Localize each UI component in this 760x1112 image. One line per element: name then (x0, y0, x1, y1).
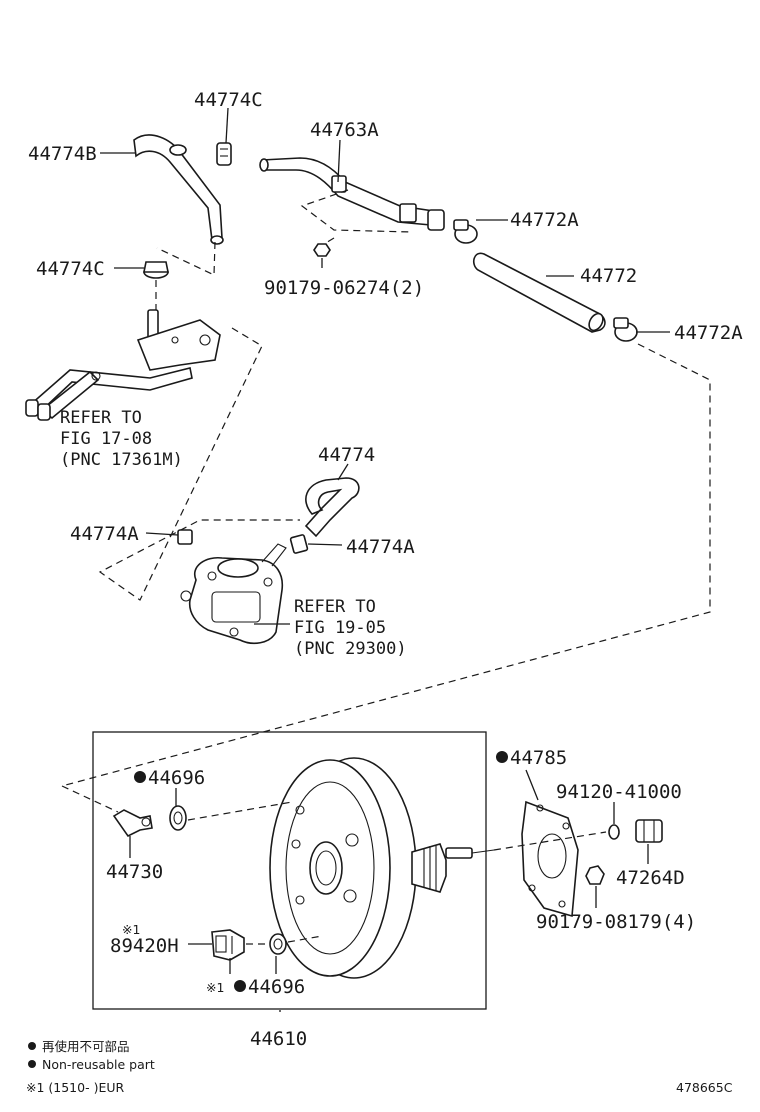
non-reusable-mark-44696-top (134, 771, 146, 783)
nut-90179-08179 (585, 865, 605, 885)
non-reusable-mark-44696-bottom (234, 980, 246, 992)
label-44774: 44774 (318, 444, 375, 466)
booster-assembly-box (92, 731, 487, 1010)
check-valve-44730 (112, 809, 153, 838)
ref1-line3: (PNC 17361M) (60, 450, 183, 470)
brake-booster-44610 (269, 757, 495, 979)
legend-bullet-1 (28, 1042, 36, 1050)
clip-44774C-top (216, 142, 232, 166)
label-44774B: 44774B (28, 143, 97, 165)
part-labels: 44774C 44774B 44774C 44763A 44772A 90179… (28, 89, 743, 1050)
clamp-44772A-top (453, 219, 478, 244)
label-44696-bottom: 44696 (248, 976, 305, 998)
label-90179-06274: 90179-06274(2) (264, 277, 424, 299)
nut-90179-06274 (313, 243, 331, 257)
clevis-47264D (635, 819, 663, 843)
label-47264D: 47264D (616, 867, 685, 889)
note-mark-44696-bottom: ※1 (206, 980, 224, 995)
label-44772: 44772 (580, 265, 637, 287)
reference-fig-19-05: REFER TO FIG 19-05 (PNC 29300) (294, 597, 407, 659)
label-44772A-right: 44772A (674, 322, 743, 344)
reference-fig-17-08: REFER TO FIG 17-08 (PNC 17361M) (60, 408, 183, 470)
ref2-line2: FIG 19-05 (294, 618, 386, 638)
clamp-44772A-right (613, 317, 638, 342)
clip-44774A-right (289, 534, 309, 554)
clip-44774A-left (177, 529, 193, 545)
note-mark-89420H: ※1 (122, 922, 140, 937)
label-44774C-top: 44774C (194, 89, 263, 111)
gasket-44785 (521, 800, 579, 918)
ref2-line1: REFER TO (294, 597, 376, 617)
pipe-assembly-17-08 (25, 309, 221, 421)
hose-44763A (259, 157, 445, 231)
legend-line3: ※1 (1510- )EUR (26, 1080, 124, 1095)
label-44610: 44610 (250, 1028, 307, 1050)
legend-line1: 再使用不可部品 (42, 1039, 130, 1054)
sensor-89420H (211, 929, 245, 961)
label-44774A-left: 44774A (70, 523, 139, 545)
label-44774C-left: 44774C (36, 258, 105, 280)
ref1-line1: REFER TO (60, 408, 142, 428)
label-44772A-top: 44772A (510, 209, 579, 231)
hose-44772 (472, 252, 606, 333)
grommet-44696-bottom (269, 933, 287, 955)
figure-id: 478665C (676, 1080, 733, 1095)
label-44763A: 44763A (310, 119, 379, 141)
label-44785: 44785 (510, 747, 567, 769)
label-94120-41000: 94120-41000 (556, 781, 682, 803)
ref2-line3: (PNC 29300) (294, 639, 407, 659)
non-reusable-mark-44785 (496, 751, 508, 763)
label-90179-08179: 90179-08179(4) (536, 911, 696, 933)
washer-94120-41000 (608, 824, 620, 840)
vacuum-pump-19-05 (180, 543, 287, 645)
label-44774A-right: 44774A (346, 536, 415, 558)
hose-44774 (304, 477, 360, 538)
hose-44774B (133, 134, 224, 245)
clamp-44774C-left (143, 261, 169, 279)
label-44696-top: 44696 (148, 767, 205, 789)
legend: 再使用不可部品 Non-reusable part ※1 (1510- )EUR (26, 1039, 155, 1095)
label-44730: 44730 (106, 861, 163, 883)
grommet-44696-top (169, 805, 187, 831)
label-89420H: 89420H (110, 935, 179, 957)
legend-bullet-2 (28, 1060, 36, 1068)
legend-line2: Non-reusable part (42, 1057, 155, 1072)
ref1-line2: FIG 17-08 (60, 429, 152, 449)
